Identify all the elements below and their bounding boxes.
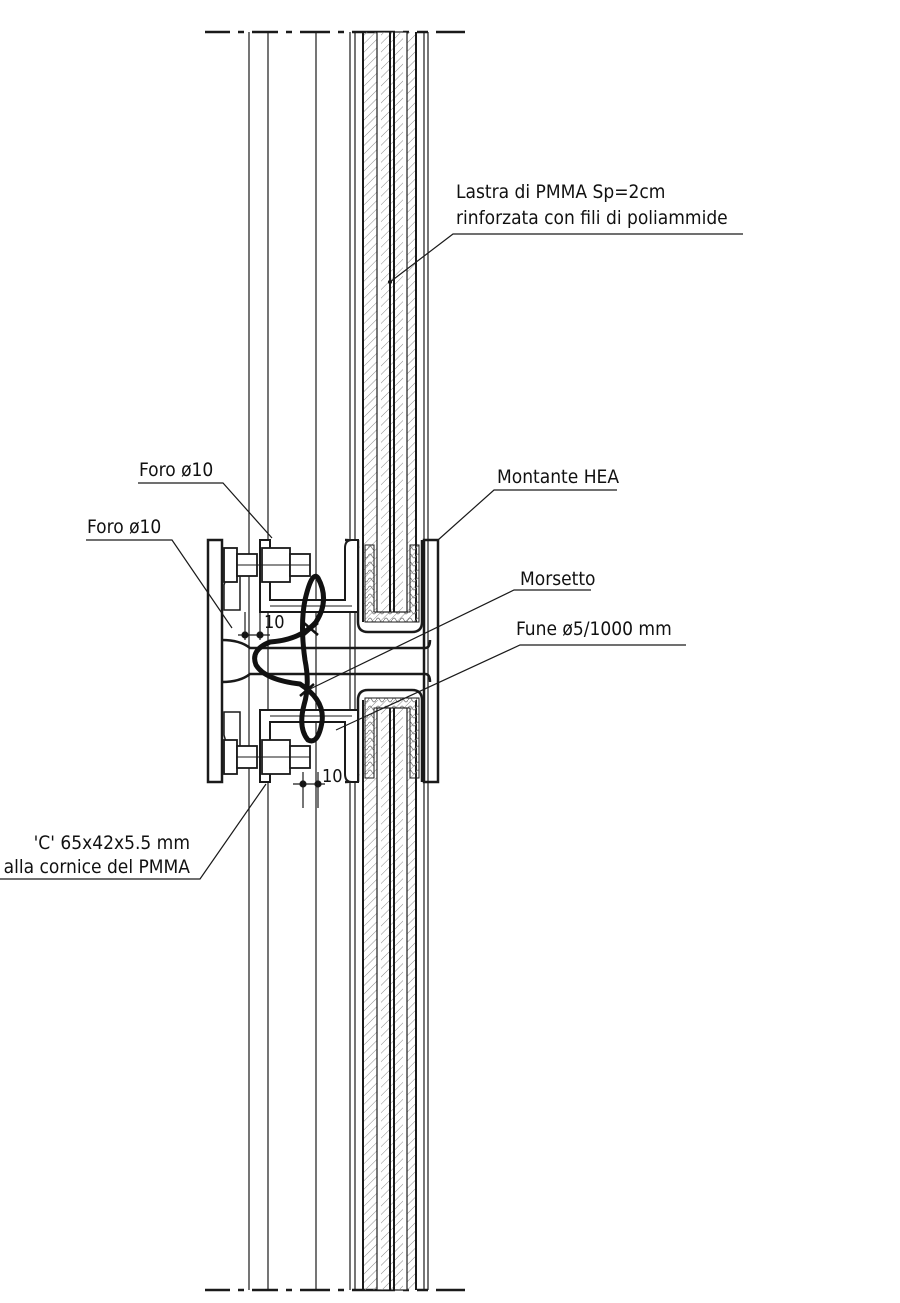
lastra-label-line1: Lastra di PMMA Sp=2cm [456,181,665,203]
pmma-panel-lower [362,700,417,1291]
dimension-lower [293,772,325,808]
pmma-panel-upper [362,31,417,622]
foro-lower-label: Foro ø10 [87,516,161,538]
dim-lower-label: 10 [322,766,343,787]
profilo-label-line1: 'C' 65x42x5.5 mm [34,832,190,854]
lastra-label-line2: rinforzata con fili di poliammide [456,207,728,229]
morsetto-label: Morsetto [520,568,596,590]
dim-upper-label: 10 [264,612,285,633]
fune-label: Fune ø5/1000 mm [516,618,672,640]
angle-brackets [223,567,241,755]
gaskets [364,544,420,779]
dimension-upper [238,612,270,640]
profilo-label-line2: alla cornice del PMMA [4,856,191,878]
clamp-marks [299,622,319,697]
montante-label: Montante HEA [497,466,619,488]
break-lines [205,30,465,1292]
leader-lines [0,233,743,880]
foro-upper-label: Foro ø10 [139,459,213,481]
bolts [223,547,311,775]
hea-column [206,538,440,784]
cable [252,573,326,744]
